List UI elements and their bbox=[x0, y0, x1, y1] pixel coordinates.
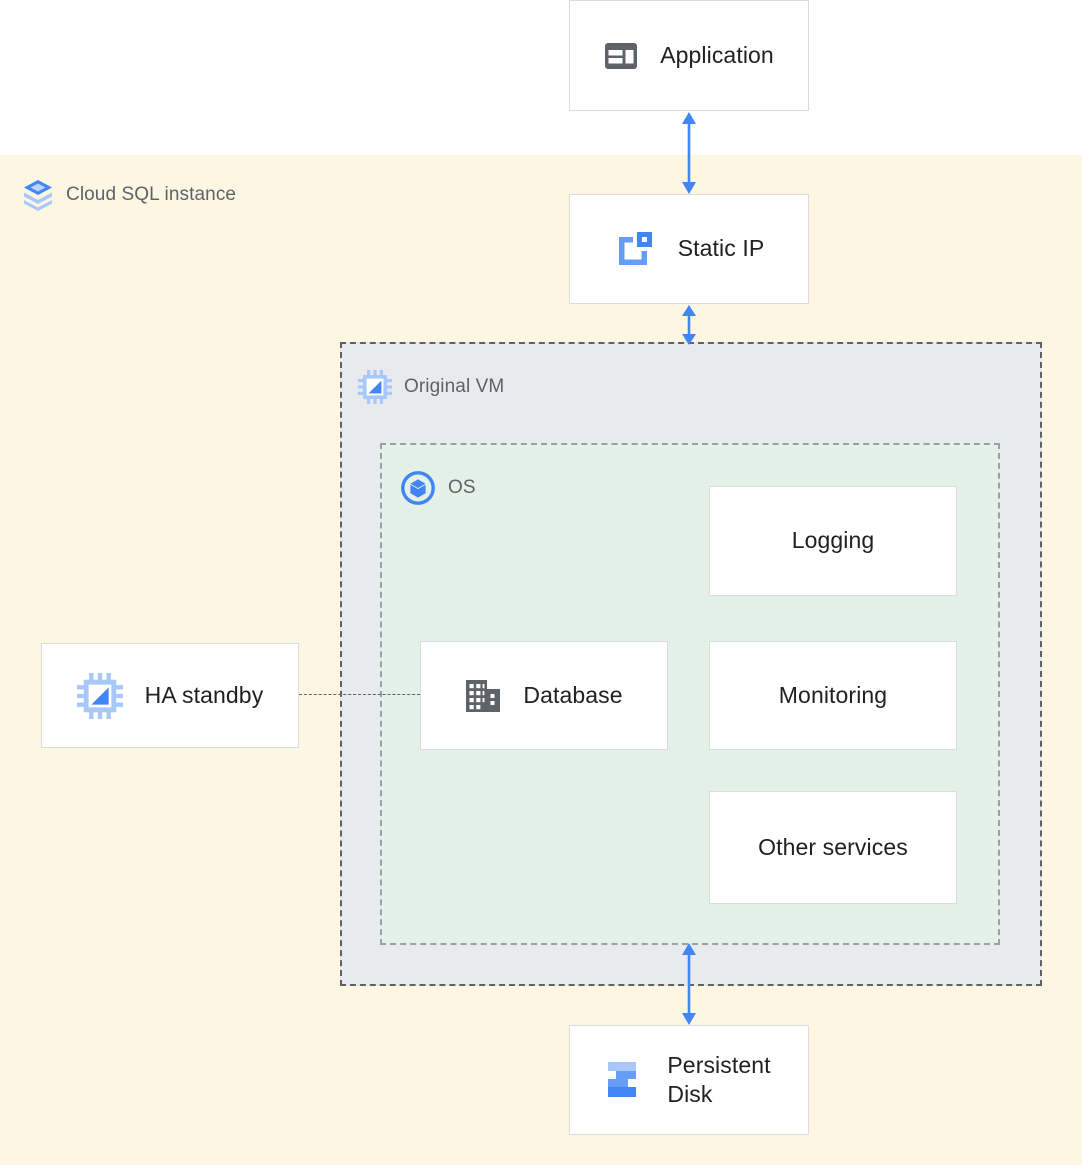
node-label: Static IP bbox=[677, 235, 765, 262]
node-label: Database bbox=[523, 681, 623, 708]
cloud-sql-icon bbox=[22, 178, 54, 212]
node-label: Application bbox=[660, 41, 774, 68]
node-static-ip[interactable]: Static IP bbox=[569, 194, 809, 304]
connector-ha-standby-database bbox=[299, 694, 420, 695]
region-label-text: OS bbox=[448, 477, 476, 498]
node-persistent-disk[interactable]: Persistent Disk bbox=[569, 1025, 809, 1135]
region-label-original-vm: Original VM bbox=[358, 370, 504, 404]
node-label: Other services bbox=[758, 833, 908, 860]
arrow-vm-persistent-disk bbox=[682, 943, 696, 1025]
vm-chip-icon bbox=[358, 370, 392, 404]
database-building-icon bbox=[465, 679, 501, 713]
node-application[interactable]: Application bbox=[569, 0, 809, 111]
node-label: Logging bbox=[791, 527, 875, 554]
node-label: Monitoring bbox=[778, 681, 888, 708]
region-label-cloud-sql-instance: Cloud SQL instance bbox=[22, 178, 236, 212]
node-monitoring[interactable]: Monitoring bbox=[709, 641, 957, 750]
arrow-application-static-ip bbox=[682, 112, 696, 194]
node-ha-standby[interactable]: HA standby bbox=[41, 643, 299, 748]
region-label-text: Original VM bbox=[404, 376, 505, 397]
node-label: HA standby bbox=[144, 681, 264, 708]
vm-chip-icon bbox=[76, 672, 123, 719]
node-other-services[interactable]: Other services bbox=[709, 791, 957, 904]
os-circle-icon bbox=[400, 470, 436, 506]
region-label-text: Cloud SQL instance bbox=[66, 184, 237, 205]
node-label: Persistent Disk bbox=[667, 1051, 771, 1107]
application-window-icon bbox=[604, 39, 638, 73]
region-label-os: OS bbox=[400, 470, 476, 506]
node-logging[interactable]: Logging bbox=[709, 486, 957, 596]
arrow-static-ip-vm bbox=[682, 305, 696, 345]
static-ip-icon bbox=[614, 228, 656, 270]
persistent-disk-icon bbox=[607, 1060, 645, 1100]
node-database[interactable]: Database bbox=[420, 641, 668, 750]
